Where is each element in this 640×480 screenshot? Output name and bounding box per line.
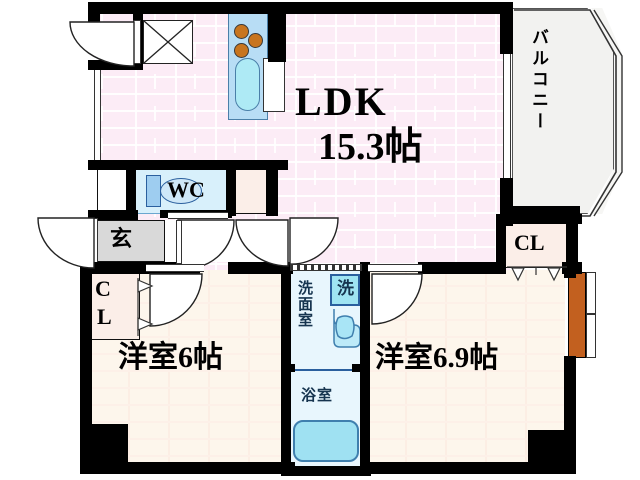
wall-washroom-right-lower [360, 370, 370, 474]
wall-balcony-bottom [500, 206, 580, 216]
stove-burner-3 [234, 43, 249, 58]
label-washroom: 洗面室 [296, 280, 312, 328]
kitchen-sink [235, 58, 260, 111]
wall-clright-right [566, 214, 578, 272]
wall-bedroomright-top [418, 262, 506, 274]
bedroomright-door-swing [371, 273, 423, 325]
label-bedroom-left: 洋室6帖 [118, 341, 223, 374]
wall-ldk-right-top [500, 2, 513, 54]
wall-bedroomright-bottom [362, 462, 576, 474]
label-ldk-size: 15.3帖 [318, 126, 423, 168]
wall-below-wc [88, 210, 138, 220]
balcony-door-frame [586, 272, 596, 314]
wall-bath-divider-right [352, 364, 370, 372]
ldk-left-window[interactable] [94, 70, 101, 160]
genkan-floor [97, 220, 165, 262]
wall-bath-divider-left [281, 364, 295, 372]
wall-bath-bottom [281, 466, 371, 476]
stove-burner-2 [248, 33, 263, 48]
wall-wc-strip-right [266, 160, 278, 216]
wc-side-closet [235, 168, 268, 214]
wall-clright-left [496, 214, 506, 270]
entrance-door-swing [37, 217, 95, 269]
wall-washroom-right-upper [360, 262, 370, 370]
meter-box-x-icon [143, 20, 193, 64]
bedroomright-door-opening[interactable] [368, 264, 422, 272]
ldk-door-swing [177, 219, 235, 270]
label-bedroom-right: 洋室6.9帖 [375, 342, 499, 374]
toilet-tank [146, 175, 161, 207]
wc-door-opening[interactable] [168, 212, 228, 219]
wall-wc-left [126, 160, 136, 216]
wall-wc-right [226, 168, 236, 216]
sink-bowl-outline [335, 315, 355, 340]
wall-bedroomleft-left [80, 262, 92, 474]
wall-top [88, 2, 513, 14]
label-closet-left-l: L [97, 304, 112, 329]
mb-door-swing [69, 21, 135, 67]
wall-clright-top [500, 214, 582, 224]
wall-bedroomleft-bottom [80, 462, 295, 474]
washroom-door-opening[interactable] [290, 264, 362, 271]
wall-kitchen-back [268, 14, 286, 62]
label-bathroom: 浴室 [301, 388, 334, 404]
ldk-balcony-window[interactable] [503, 54, 511, 178]
wall-mb-bottom [88, 60, 143, 70]
label-closet-left-c: C [95, 276, 111, 301]
label-wc: WC [167, 177, 205, 202]
bedroomleft-door-swing [149, 273, 203, 327]
wall-washroom-left-lower [281, 370, 291, 474]
balcony-door-orange [568, 272, 586, 358]
bedroomleft-door-opening[interactable] [146, 264, 204, 272]
kitchen-counter-extension [263, 58, 285, 112]
bedroomright-hall-door-swing [289, 217, 339, 265]
label-laundry: 洗 [337, 279, 354, 298]
toilet-bowl [160, 178, 202, 204]
closet-right-door-markers [507, 266, 567, 282]
ldk-door-panel[interactable] [176, 220, 182, 264]
stove-burner-1 [234, 24, 249, 39]
balcony-door-frame-lower [586, 314, 596, 358]
label-balcony: バルコニー [529, 28, 548, 133]
wall-above-wc [88, 160, 288, 170]
hallway-right-door-swing [235, 219, 289, 267]
wall-washroom-left-upper [281, 262, 291, 370]
washing-machine-space [330, 274, 360, 306]
wall-bedroomright-right-top [564, 262, 576, 278]
label-closet-right: CL [514, 230, 545, 255]
closet-left-door-markers [137, 278, 154, 336]
label-ldk: LDK [295, 79, 388, 124]
label-genkan: 玄 [110, 226, 133, 251]
bathtub [293, 420, 359, 462]
